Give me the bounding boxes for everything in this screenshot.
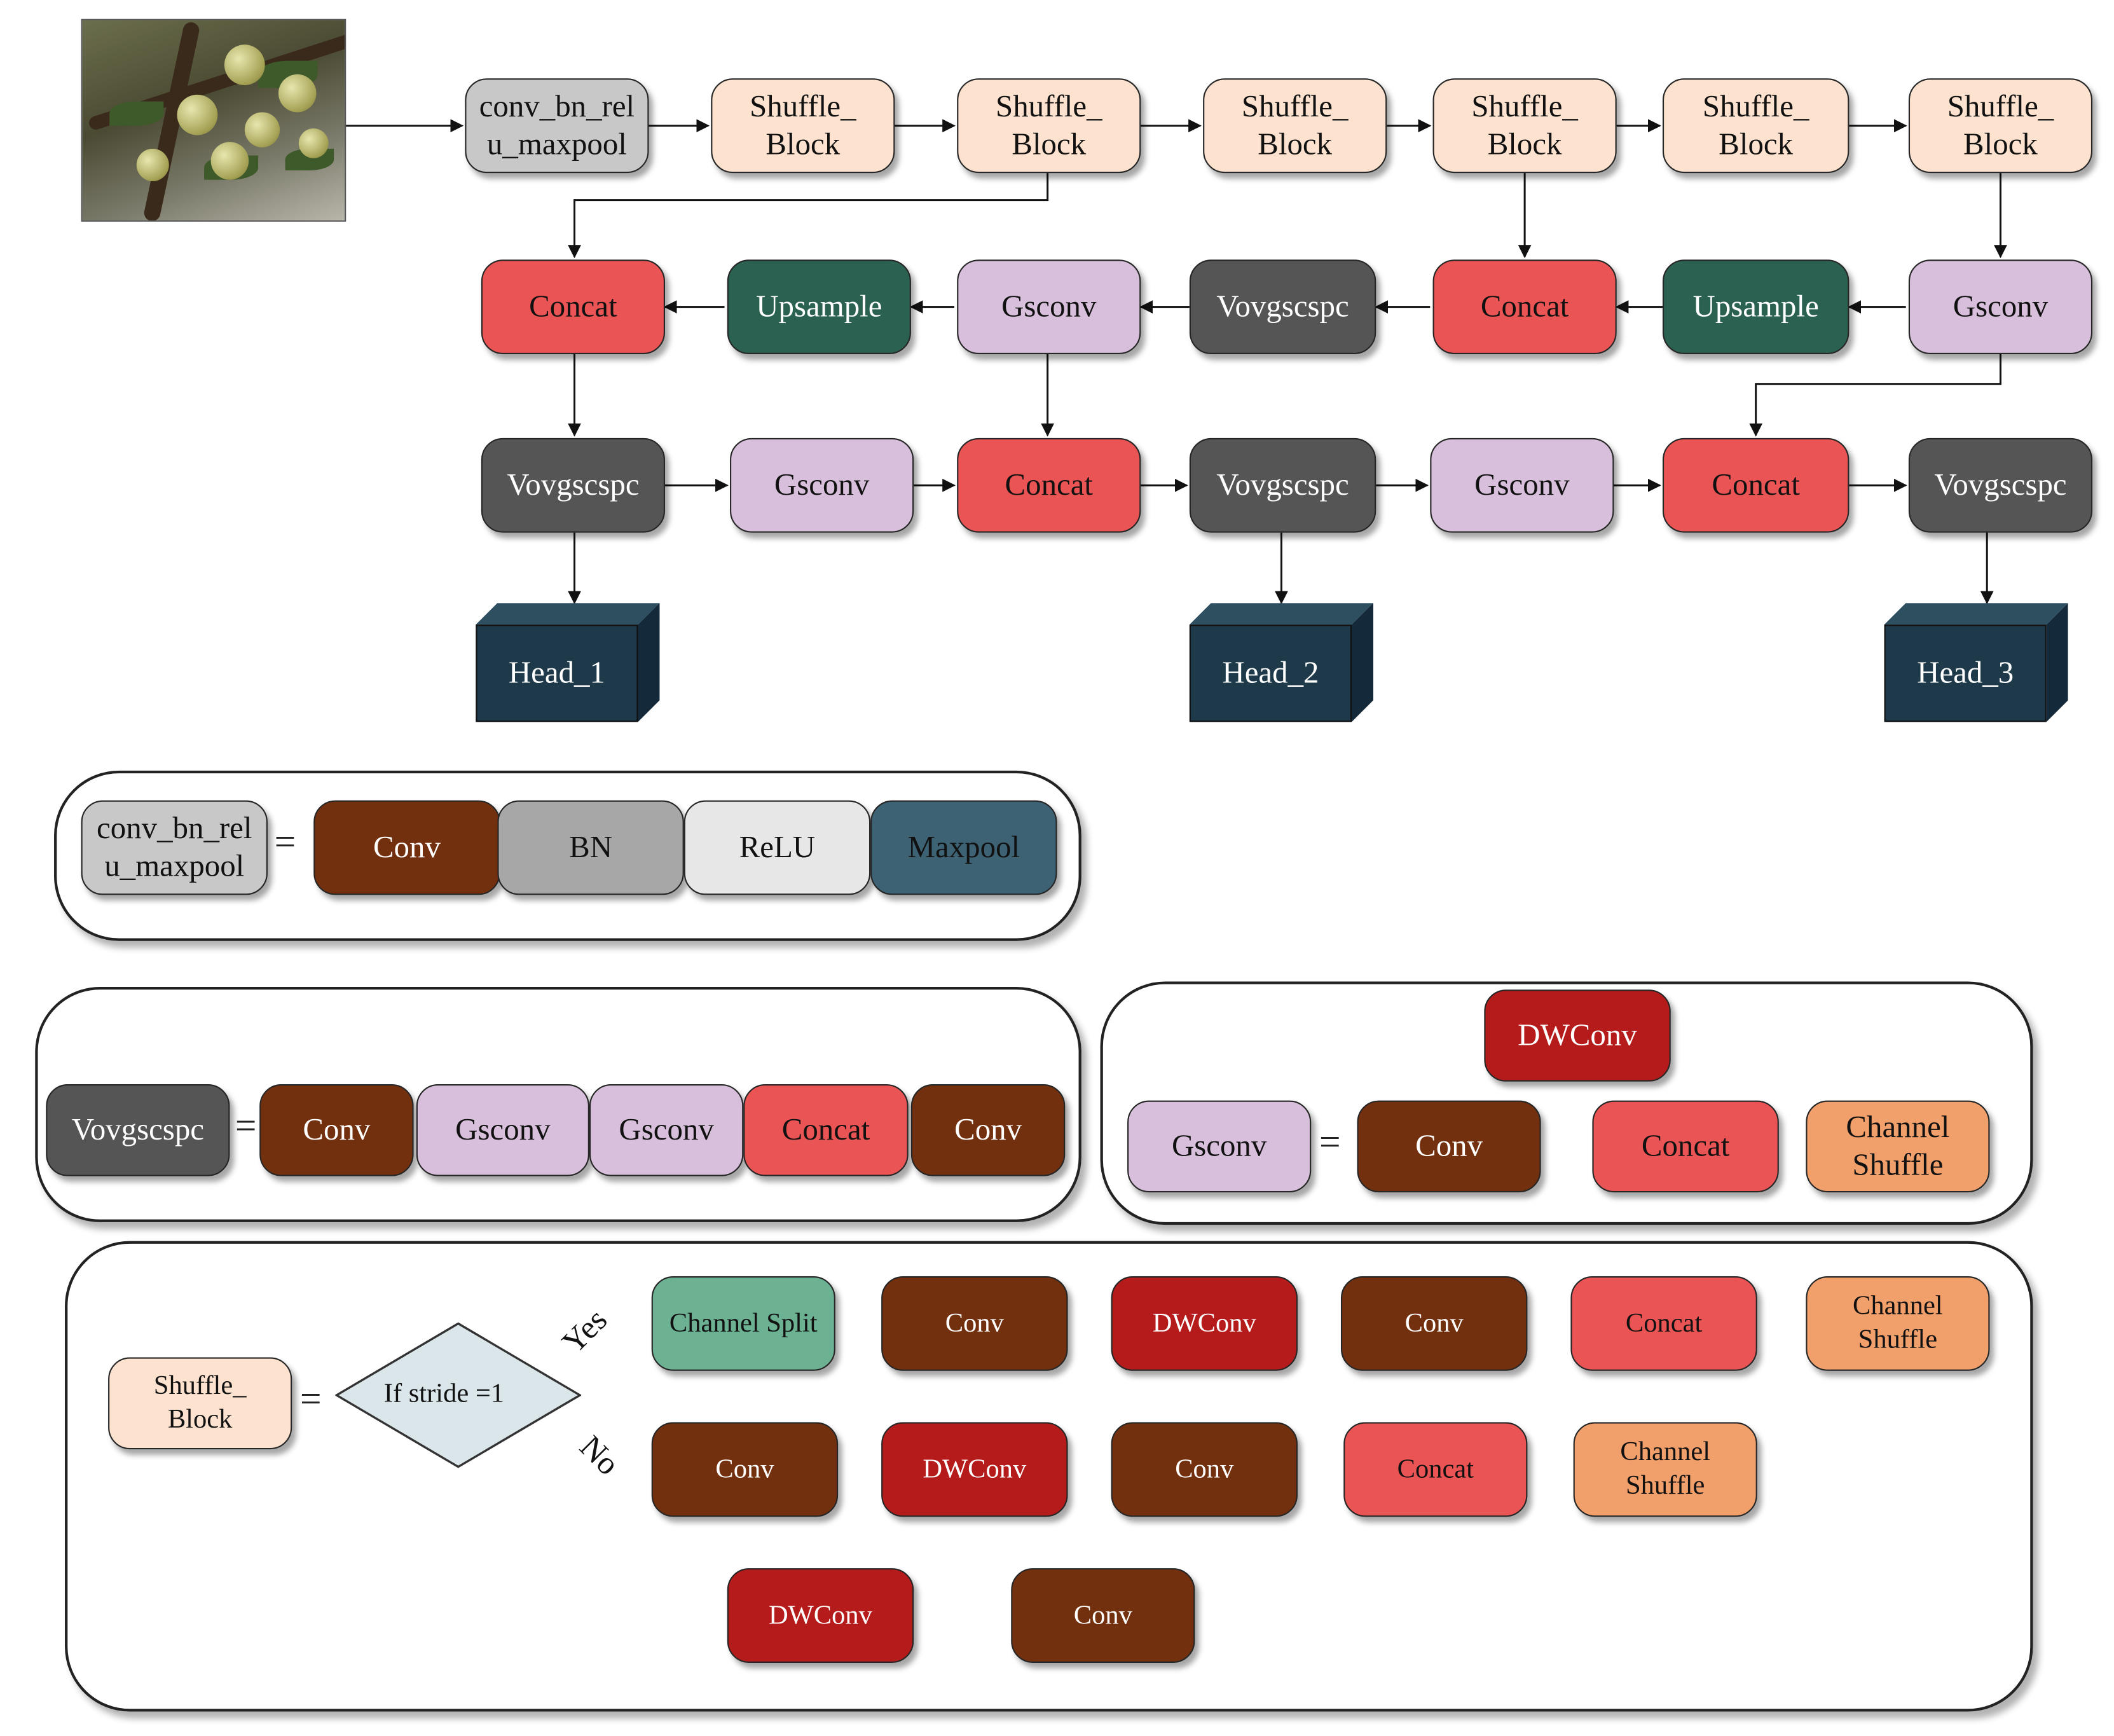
arrow-gsconv-right-to-concat <box>1749 354 2001 437</box>
neck-concat-3: Concat <box>957 437 1141 533</box>
shuffle-block-4: Shuffle_ Block <box>1432 78 1617 174</box>
decision-label: If stride =1 <box>383 1379 505 1409</box>
neck-vovgscspc-3: Vovgscspc <box>1189 437 1376 533</box>
no-conv-1: Conv <box>651 1422 839 1517</box>
head-1-label: Head_1 <box>476 624 638 722</box>
legend-vov-equals: = <box>235 1106 257 1148</box>
legend-stem-conv: Conv <box>313 800 500 895</box>
head-3: Head_3 <box>1884 603 2068 722</box>
neck-gsconv-1: Gsconv <box>957 259 1141 355</box>
yes-channel-split: Channel Split <box>651 1276 835 1371</box>
input-image-jujube <box>81 18 347 222</box>
yes-conv-2: Conv <box>1340 1276 1528 1371</box>
legend-gs-lhs: Gsconv <box>1127 1100 1312 1193</box>
no-conv-2: Conv <box>1111 1422 1298 1517</box>
neck-upsample-1: Upsample <box>727 259 911 355</box>
legend-gs-channel-shuffle: Channel Shuffle <box>1806 1100 1990 1193</box>
yes-conv-1: Conv <box>881 1276 1068 1371</box>
no-channel-shuffle: Channel Shuffle <box>1573 1422 1757 1517</box>
legend-gs-equals: = <box>1319 1122 1341 1164</box>
legend-stem-maxpool: Maxpool <box>870 800 1057 895</box>
shuffle-block-3: Shuffle_ Block <box>1203 78 1387 174</box>
no-side-conv: Conv <box>1011 1568 1195 1663</box>
arrow-shuffle2-to-concat <box>568 173 1049 259</box>
head-3-label: Head_3 <box>1884 624 2047 722</box>
legend-vov-gsconv-1: Gsconv <box>416 1084 589 1176</box>
stem-conv-bn-relu-maxpool: conv_bn_rel u_maxpool <box>465 78 649 174</box>
yes-dwconv: DWConv <box>1111 1276 1298 1371</box>
head-2: Head_2 <box>1189 603 1374 722</box>
legend-gs-conv: Conv <box>1357 1100 1541 1193</box>
neck-gsconv-4: Gsconv <box>1430 437 1614 533</box>
neck-upsample-2: Upsample <box>1662 259 1850 355</box>
decision-diamond <box>335 1322 582 1468</box>
shuffle-block-6: Shuffle_ Block <box>1908 78 2093 174</box>
neck-vovgscspc-2: Vovgscspc <box>481 437 665 533</box>
shuffle-block-5: Shuffle_ Block <box>1662 78 1850 174</box>
no-side-dwconv: DWConv <box>727 1568 914 1663</box>
legend-vov-lhs: Vovgscspc <box>46 1084 230 1176</box>
legend-vov-gsconv-2: Gsconv <box>589 1084 744 1176</box>
head-2-label: Head_2 <box>1189 624 1352 722</box>
legend-stem-bn: BN <box>497 800 684 895</box>
yes-concat: Concat <box>1570 1276 1757 1371</box>
legend-stem-equals: = <box>274 822 296 864</box>
legend-vov-concat: Concat <box>743 1084 909 1176</box>
neck-vovgscspc-4: Vovgscspc <box>1908 437 2093 533</box>
legend-stem-relu: ReLU <box>683 800 871 895</box>
shuffle-block-2: Shuffle_ Block <box>957 78 1141 174</box>
legend-gs-concat: Concat <box>1592 1100 1779 1193</box>
neck-vovgscspc-1: Vovgscspc <box>1189 259 1376 355</box>
neck-concat-2: Concat <box>1432 259 1617 355</box>
legend-vov-conv-2: Conv <box>910 1084 1066 1176</box>
shuffle-block-1: Shuffle_ Block <box>711 78 895 174</box>
neck-concat-4: Concat <box>1662 437 1850 533</box>
neck-gsconv-3: Gsconv <box>730 437 914 533</box>
legend-stem-lhs: conv_bn_rel u_maxpool <box>81 800 268 895</box>
legend-shuffle-equals: = <box>299 1379 322 1421</box>
head-1: Head_1 <box>476 603 660 722</box>
legend-vov-conv-1: Conv <box>259 1084 414 1176</box>
no-concat: Concat <box>1343 1422 1528 1517</box>
legend-shuffle-lhs: Shuffle_ Block <box>108 1357 292 1450</box>
no-dwconv-1: DWConv <box>881 1422 1068 1517</box>
neck-concat-1: Concat <box>481 259 665 355</box>
legend-gs-dwconv: DWConv <box>1484 989 1671 1082</box>
neck-gsconv-2: Gsconv <box>1908 259 2093 355</box>
yes-channel-shuffle: Channel Shuffle <box>1806 1276 1990 1371</box>
